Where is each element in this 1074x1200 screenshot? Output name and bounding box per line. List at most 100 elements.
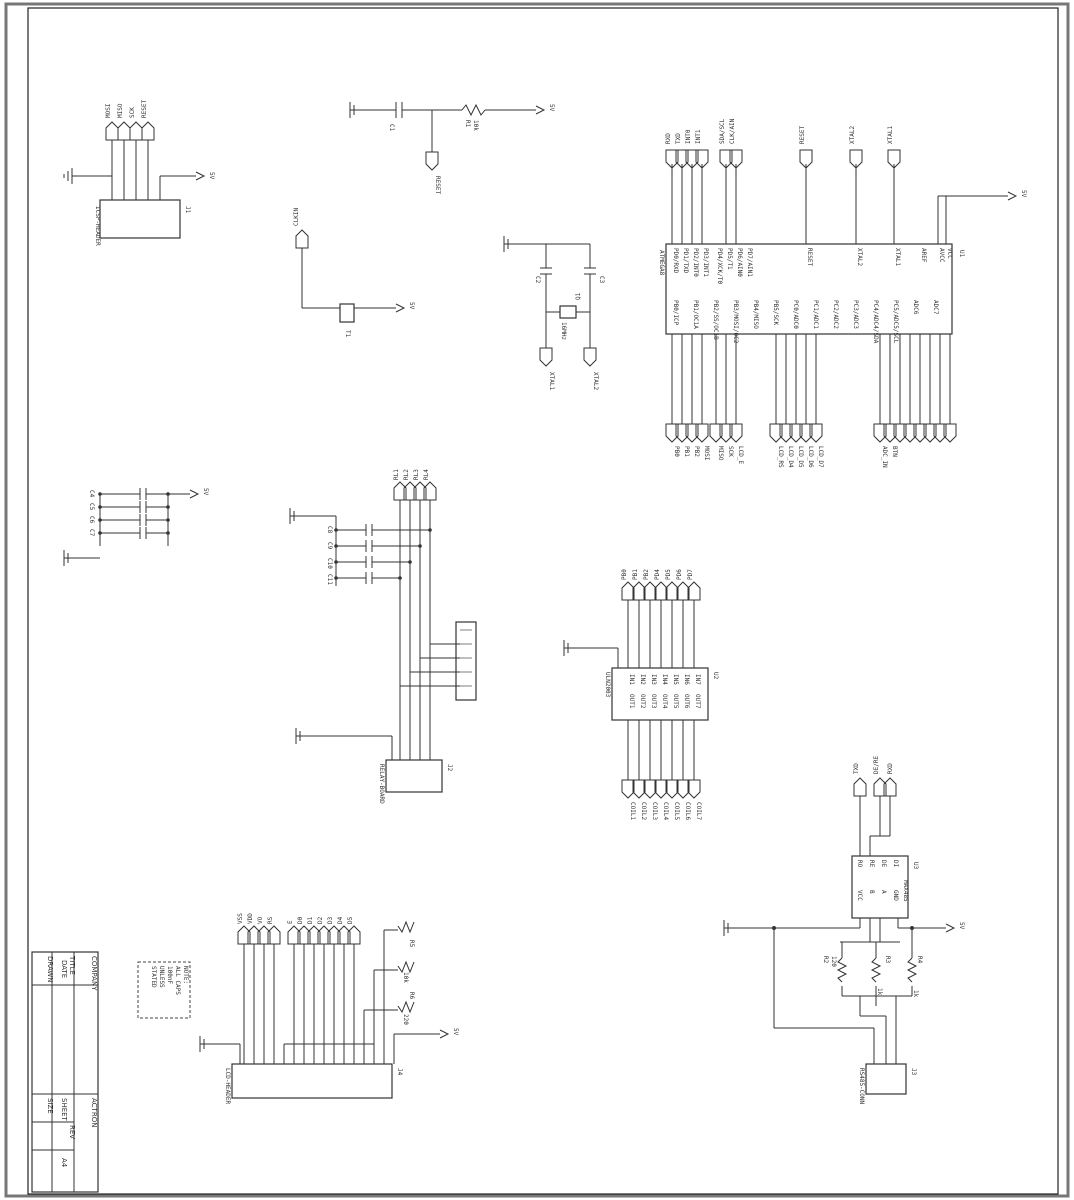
mcu-bottom-pin-label: PC3/ADC3 (852, 300, 859, 329)
mcu-bottom-pin-label: PB1/OC1A (692, 300, 699, 329)
vref-net: CLKIN (293, 208, 300, 226)
driver-output-flag (687, 779, 701, 799)
mcu-top-net-label: INT0 (685, 129, 692, 144)
mcu-top-pin-label: VCC (946, 248, 953, 259)
driver-input-net: PD5 (665, 569, 672, 580)
mcu-bottom-net-label: MISO (717, 446, 724, 461)
sheet-label: SHEET (60, 1098, 68, 1122)
pot-ref: R5 (408, 940, 415, 948)
driver-output-pin: OUT4 (661, 694, 668, 709)
decap-ref: C7 (88, 529, 95, 537)
icsp-ref: J1 (184, 206, 191, 214)
relay-cap-ref: C10 (326, 558, 333, 569)
reset-net-flag (425, 151, 439, 171)
driver-output-pin: OUT7 (694, 694, 701, 709)
note-line-3: 100nF (166, 966, 173, 984)
r4-ref: R4 (916, 956, 923, 964)
xtal1-net-flag (539, 347, 553, 367)
driver-output-flag (632, 779, 646, 799)
junction-dot (98, 518, 102, 522)
lcd-net-flag (317, 925, 331, 945)
mcu-bottom-pin-label: PC1/ADC1 (812, 300, 819, 329)
note-line-4: UNLESS (158, 966, 165, 988)
mcu-bottom-pin-label: PB2/SS/OC1B (712, 300, 719, 340)
size-value: A4 (60, 1158, 68, 1168)
mcu-top-pin-label: PD6/AIN0 (736, 248, 743, 277)
junction-dot (98, 505, 102, 509)
relay-jumper-body (455, 621, 477, 701)
mcu-bottom-net-flag (809, 423, 823, 443)
mcu-top-net-label: CLK/AIN (729, 118, 736, 144)
lcd-net-flag (307, 925, 321, 945)
r2-ref: R2 (822, 956, 829, 964)
mcu-bottom-net-label: BTN (891, 446, 898, 457)
note-box: NOTE: ALL CAPS 100nF UNLESS STATED (137, 961, 191, 1019)
icsp-net-flag-2 (117, 121, 131, 141)
icsp-net-flag-3 (129, 121, 143, 141)
vcc-arrow (535, 105, 546, 115)
driver-output-pin: OUT2 (639, 694, 646, 709)
mcu-bottom-net-flag (943, 423, 957, 443)
driver-input-flag (621, 581, 635, 601)
mcu-top-pin-label: PD1/TXD (682, 248, 689, 274)
rs485-net-1: TXD (853, 763, 860, 774)
mcu-bottom-net-label: LCD_RS (777, 446, 784, 468)
mcu-bottom-net-label: SCK (727, 446, 734, 457)
crystal-ref: Q1 (575, 292, 582, 300)
driver-input-flag (687, 581, 701, 601)
driver-output-flag (676, 779, 690, 799)
mcu-bottom-pin-label: PC4/ADC4/SDA (872, 300, 879, 344)
driver-output-net: COIL3 (651, 802, 658, 820)
mcu-bottom-net-label: PB0 (673, 446, 680, 457)
mcu-vcc: 5V (1020, 190, 1027, 198)
icsp-net-flag-1 (105, 121, 119, 141)
lcd-vcc: 5V (452, 1028, 459, 1036)
driver-input-flag (654, 581, 668, 601)
outer-border (4, 2, 1070, 1198)
driver-input-flag (643, 581, 657, 601)
driver-output-net: COIL2 (640, 802, 647, 820)
res-ref: R6 (408, 992, 415, 1000)
rs485-resistor-r2 (836, 957, 848, 983)
res-value: 220 (402, 1014, 409, 1025)
mcu-bottom-pin-label: PB5/SCK (772, 300, 779, 326)
lcd-net-label: D5 (347, 916, 354, 924)
pot-value: 10k (402, 972, 409, 983)
mcu-top-pin-label: AREF (920, 248, 927, 263)
lcd-net-label: D0 (297, 916, 304, 924)
mcu-bottom-net-flag (695, 423, 709, 443)
driver-input-pin: IN6 (683, 674, 690, 685)
rs485-pin-label: A (880, 890, 887, 894)
mcu-top-net-label: RESET (799, 126, 806, 144)
lcd-connector-body (231, 1063, 393, 1099)
junction-dot (98, 531, 102, 535)
decap-vcc: 5V (202, 488, 209, 496)
relay-net-flag (403, 481, 417, 501)
driver-output-pin: OUT6 (683, 694, 690, 709)
icsp-part: ICSP-HEADER (94, 206, 101, 246)
company-label: COMPANY (90, 956, 98, 991)
mcu-top-net-flag (887, 149, 901, 169)
icsp-net-3: SCK (129, 107, 136, 118)
lcd-ref: J4 (396, 1068, 403, 1076)
mcu-top-pin-label: RESET (806, 248, 813, 266)
reset-vcc: 5V (548, 104, 555, 112)
icsp-net-4: RESET (141, 100, 148, 118)
c3-ref: C3 (598, 276, 605, 284)
icsp-net-2: MISO (117, 103, 124, 118)
rs485-net-flag-3 (883, 777, 897, 797)
decap-ref: C6 (88, 516, 95, 524)
driver-input-flag (665, 581, 679, 601)
mcu-top-net-flag (729, 149, 743, 169)
junction-dot (334, 528, 338, 532)
rs485-net-flag-1 (853, 777, 867, 797)
reset-res-value: 10k (472, 120, 479, 131)
decap-ref: C4 (88, 490, 95, 498)
driver-input-net: PD7 (687, 569, 694, 580)
date-label: DATE (60, 960, 68, 978)
rs485-ref: U3 (912, 862, 919, 870)
lcd-net-label: VSS (237, 913, 244, 924)
